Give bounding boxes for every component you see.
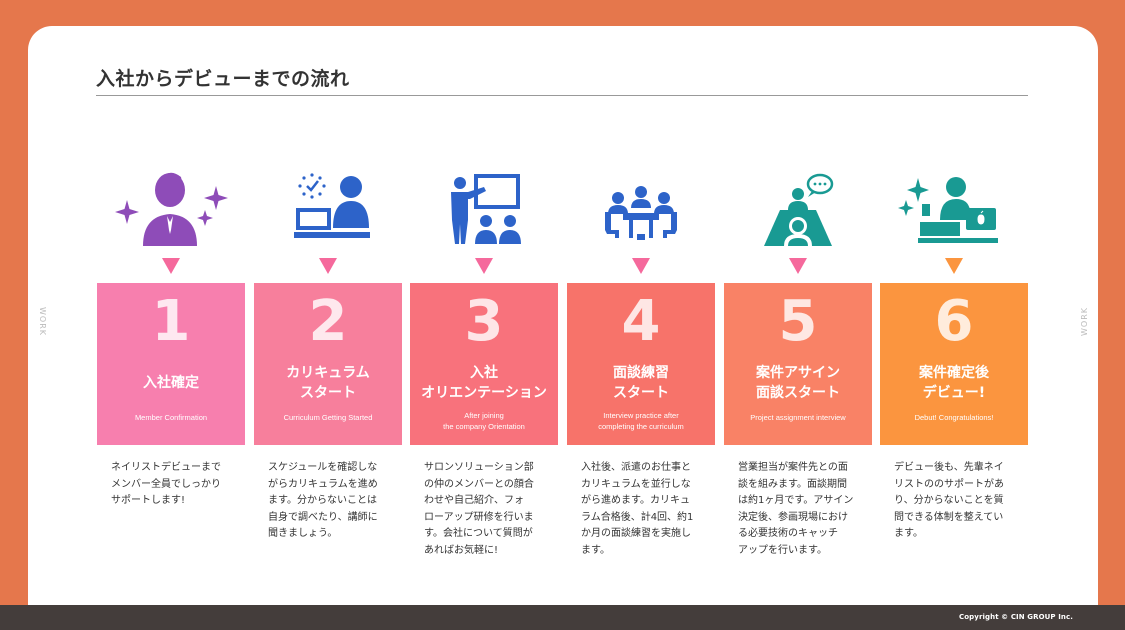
step-6-arrow bbox=[945, 258, 963, 274]
step-description: スケジュールを確認しな がらカリキュラムを進め ます。分からないことは 自身で調… bbox=[268, 462, 378, 539]
step-5-arrow bbox=[789, 258, 807, 274]
step-title: 案件確定後 デビュー! bbox=[919, 365, 989, 401]
step-subtitle: Curriculum Getting Started bbox=[283, 413, 373, 422]
step-subtitle: Interview practice after completing the … bbox=[598, 411, 684, 431]
presentation-icon bbox=[414, 168, 554, 253]
step-number: 1 bbox=[151, 289, 191, 354]
step-number: 2 bbox=[308, 289, 348, 354]
step-5-card: 5 案件アサイン 面談スタート Project assignment inter… bbox=[724, 283, 872, 445]
step-number: 6 bbox=[934, 289, 974, 354]
step-3-arrow bbox=[475, 258, 493, 274]
new-member-sparkle-icon bbox=[101, 168, 241, 253]
study-laptop-icon bbox=[258, 168, 398, 253]
page-title: 入社からデビューまでの流れ bbox=[96, 68, 350, 90]
step-number: 3 bbox=[464, 289, 504, 354]
copyright-text: Copyright © CIN GROUP Inc. bbox=[959, 613, 1073, 621]
meeting-table-icon bbox=[571, 168, 711, 253]
step-description: ネイリストデビューまで メンバー全員でしっかり サポートします! bbox=[111, 462, 221, 506]
step-number: 5 bbox=[778, 289, 818, 354]
step-subtitle: Project assignment interview bbox=[750, 413, 846, 422]
step-2-arrow bbox=[319, 258, 337, 274]
step-subtitle: Debut! Congratulations! bbox=[914, 413, 994, 422]
step-description: デビュー後も、先輩ネイ リストののサポートがあ り、分からないことを質 問できる… bbox=[894, 462, 1004, 539]
step-3-card: 3 入社 オリエンテーション After joining the company… bbox=[410, 283, 558, 445]
debut-work-icon bbox=[884, 168, 1024, 253]
footer-bar: Copyright © CIN GROUP Inc. bbox=[0, 605, 1125, 630]
title-divider bbox=[96, 95, 1028, 96]
step-subtitle: After joining the company Orientation bbox=[443, 411, 525, 431]
step-2-card: 2 カリキュラム スタート Curriculum Getting Started bbox=[254, 283, 402, 445]
side-label-left: WORK bbox=[38, 306, 48, 337]
step-description: 入社後、派遣のお仕事と カリキュラムを並行しな がら進めます。カリキュ ラム合格… bbox=[581, 462, 694, 556]
step-1-card: 1 入社確定 Member Confirmation bbox=[97, 283, 245, 445]
step-6-card: 6 案件確定後 デビュー! Debut! Congratulations! bbox=[880, 283, 1028, 445]
side-label-right: WORK bbox=[1080, 306, 1090, 337]
step-description: サロンソリューション部 の仲のメンバーとの顔合 わせや自己紹介、フォ ローアップ… bbox=[424, 462, 534, 556]
step-4-arrow bbox=[632, 258, 650, 274]
step-1-arrow bbox=[162, 258, 180, 274]
step-title: 面談練習 スタート bbox=[613, 365, 669, 401]
step-4-card: 4 面談練習 スタート Interview practice after com… bbox=[567, 283, 715, 445]
step-number: 4 bbox=[621, 289, 661, 354]
step-title: 案件アサイン 面談スタート bbox=[756, 365, 840, 401]
interview-chat-icon bbox=[728, 168, 868, 253]
step-subtitle: Member Confirmation bbox=[134, 413, 208, 422]
step-title: カリキュラム スタート bbox=[286, 365, 370, 401]
step-title: 入社確定 bbox=[143, 375, 199, 391]
step-title: 入社 オリエンテーション bbox=[421, 365, 547, 401]
step-description: 営業担当が案件先との面 談を組みます。面談期間 は約1ヶ月です。アサイン 決定後… bbox=[738, 462, 854, 556]
